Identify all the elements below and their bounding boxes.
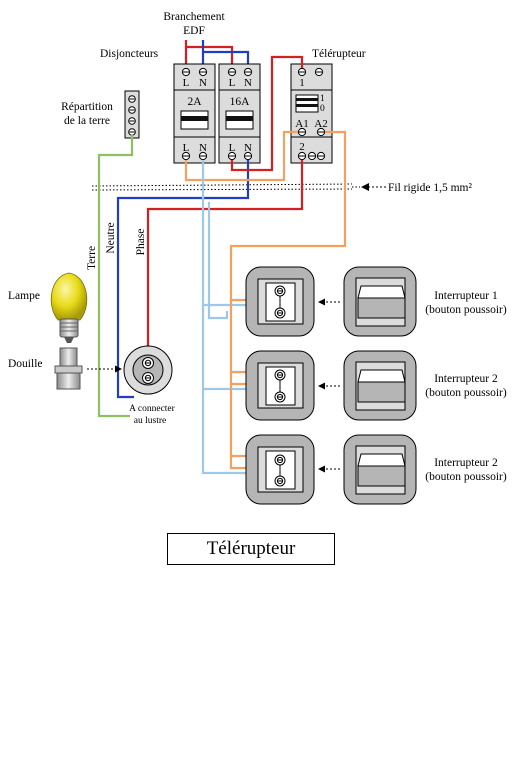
switch-row-3 [245,434,417,505]
supply-label-line2: EDF [183,25,205,37]
breaker1-bot-N: N [199,142,207,154]
breaker1-bot-L: L [183,142,190,154]
relay-label: Télérupteur [312,48,366,60]
breaker2-top-N: N [244,77,252,89]
switch3-label-line1: Interrupteur 2 [434,457,498,469]
relay-terminal-2: 2 [299,141,305,153]
breaker-2a: L N 2A L N [173,63,216,164]
switch-row-2 [245,350,417,421]
relay-terminal-a1: A1 [295,118,308,130]
earth-bar-label-line1: Répartition [61,101,113,113]
breaker2-bot-N: N [244,142,252,154]
switch-row-1 [245,266,417,337]
remote-relay: 1 1 0 A1 A2 2 [290,63,333,164]
switch1-label-line2: (bouton poussoir) [425,304,507,316]
incoming-supply-wires [184,40,250,66]
breakers-label: Disjoncteurs [100,48,159,60]
relay-a2-wire [229,130,347,288]
breaker1-rating: 2A [187,96,202,108]
breaker1-top-L: L [183,77,190,89]
ceiling-connector [123,345,173,395]
switch1-label-line1: Interrupteur 1 [434,290,498,302]
earth-wire [97,135,134,418]
ceiling-label-line2: au lustre [134,416,166,426]
earth-distribution-bar [124,90,140,139]
relay-feed-phase [230,55,304,172]
relay-terminal-1: 1 [299,77,305,89]
neutral-wire-label: Neutre [105,222,117,253]
relay-terminal-a2: A2 [314,118,327,130]
socket-arrow [87,365,122,373]
rigid-wire-arrow [361,183,386,191]
relay-feed-orange [184,130,298,182]
ceiling-label-line1: A connecter [129,404,175,414]
breaker-16a: L N 16A L N [218,63,261,164]
socket-label: Douille [8,358,43,370]
lamp-socket-icon [54,347,83,390]
earth-bar-label-line2: de la terre [64,115,110,127]
breaker1-top-N: N [199,77,207,89]
relay-switch-on: 1 [320,94,325,104]
lamp-bulb-icon [50,272,88,343]
rigid-wire-marker [91,183,360,191]
breaker2-bot-L: L [229,142,236,154]
neutral-wire [116,160,250,399]
lamp-label: Lampe [8,290,40,302]
rigid-wire-label: Fil rigide 1,5 mm² [388,182,473,194]
switch-arrows [318,298,340,473]
supply-label-line1: Branchement [163,11,225,23]
diagram-title: Télérupteur [167,533,335,565]
switch2-label-line2: (bouton poussoir) [425,387,507,399]
relay-switch-off: 0 [320,104,325,114]
switch2-label-line1: Interrupteur 2 [434,373,498,385]
breaker2-top-L: L [229,77,236,89]
phase-wire [146,160,304,353]
breaker2-rating: 16A [230,96,251,108]
earth-wire-label: Terre [86,246,98,270]
switch3-label-line2: (bouton poussoir) [425,471,507,483]
phase-wire-label: Phase [135,229,147,256]
